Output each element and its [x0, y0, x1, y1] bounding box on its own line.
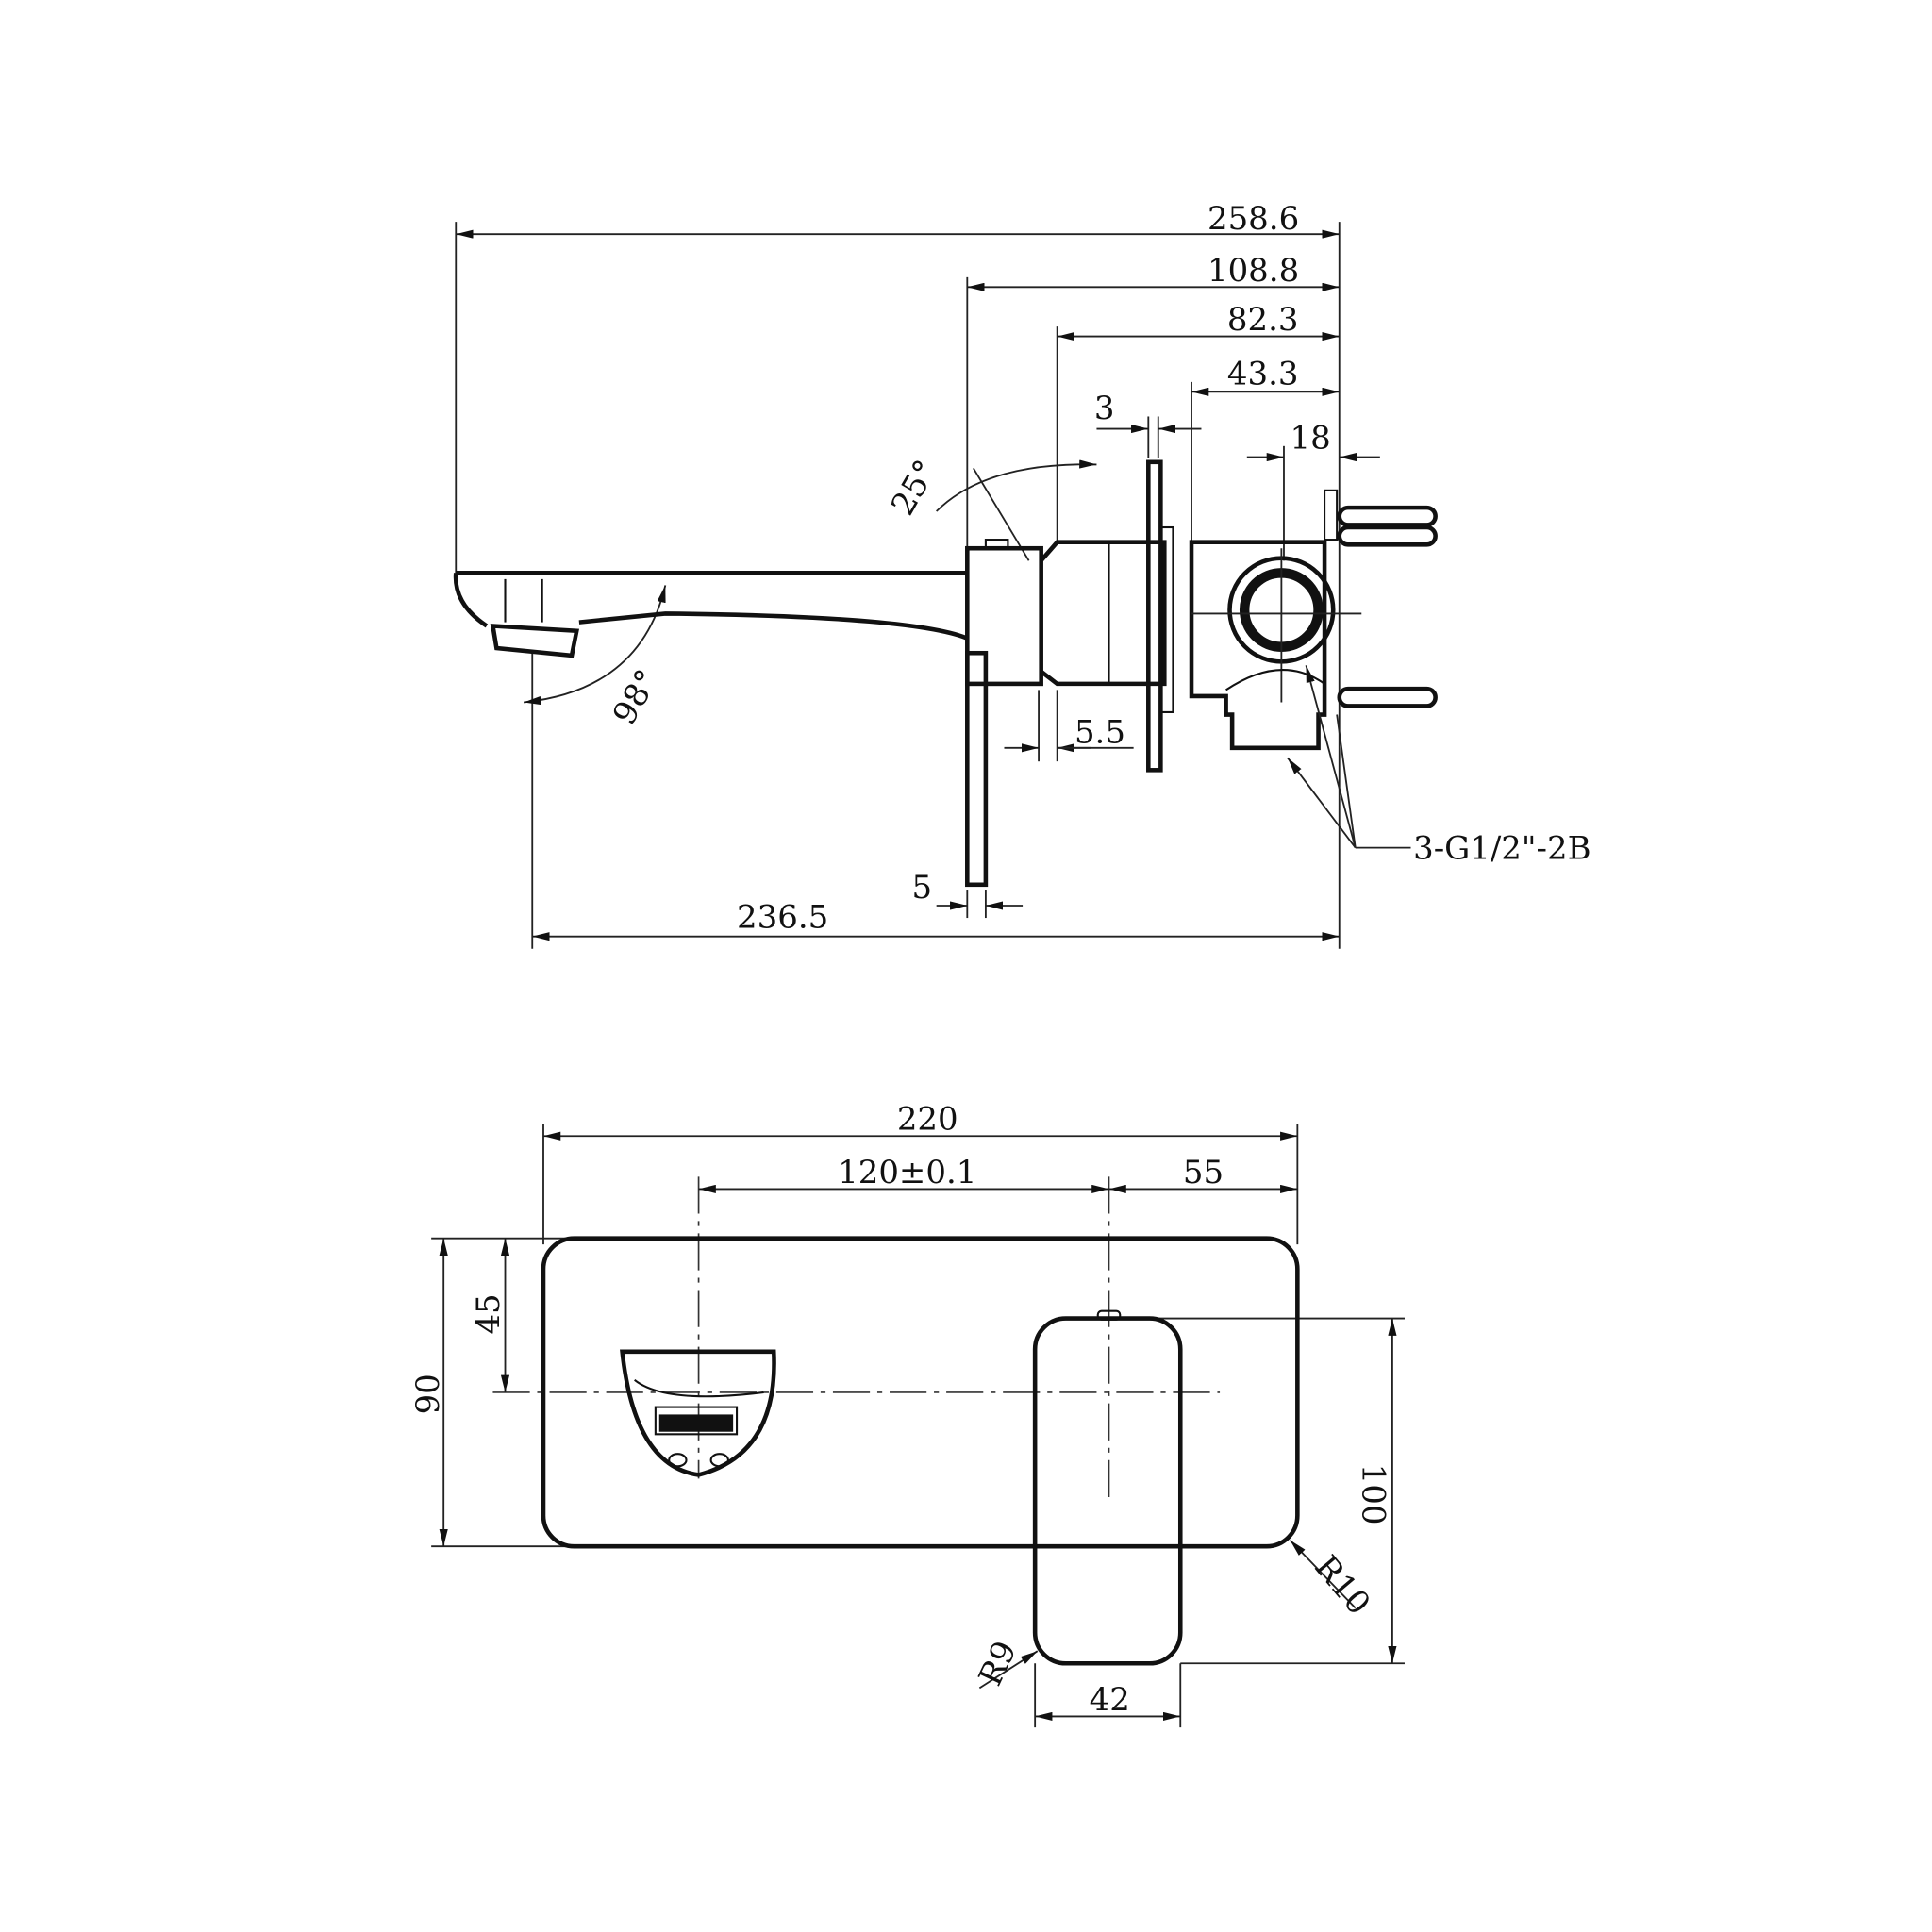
- thread-note: 3-G1/2"-2B: [1413, 829, 1591, 867]
- spout-outlet: [620, 1349, 776, 1477]
- front-view: 220 120±0.1 55 90 45 100 42 R10 R9: [409, 1101, 1405, 1728]
- dim-spout-reach: 236.5: [737, 899, 828, 937]
- valve-body: [1189, 489, 1362, 751]
- dim-valve-depth: 43.3: [1227, 356, 1299, 393]
- dim-lever-width: 42: [1090, 1681, 1130, 1719]
- dim-center-distance: 120±0.1: [838, 1154, 976, 1191]
- dim-overall-length: 258.6: [1208, 200, 1299, 238]
- extension-lines: [455, 222, 1341, 949]
- mounting-pins: [1337, 505, 1438, 708]
- thread-callout: 3-G1/2"-2B: [1287, 665, 1591, 867]
- dim-spout-angle: 98°: [606, 663, 667, 731]
- side-view: 258.6 108.8 82.3 43.3 3 18 25° 98° 5.5 5…: [453, 200, 1591, 949]
- dim-plate-height: 90: [409, 1374, 447, 1414]
- extension-lines: [431, 1124, 1405, 1728]
- dim-body-depth: 108.8: [1208, 252, 1299, 290]
- cylinder: [1039, 540, 1167, 687]
- dim-plate-radius: R10: [1307, 1548, 1377, 1622]
- wall-flange: [1146, 459, 1163, 773]
- dim-lever-height: 100: [1355, 1464, 1392, 1525]
- lever-handle: [1032, 1316, 1183, 1666]
- dim-step: 5.5: [1074, 714, 1125, 752]
- dim-half-height: 45: [470, 1293, 508, 1334]
- dim-plate-width: 220: [897, 1101, 958, 1139]
- cover-plate: [541, 1236, 1300, 1549]
- spout: [453, 571, 969, 658]
- dim-pipe-offset: 18: [1291, 419, 1331, 457]
- dim-lever-thickness: 5: [912, 869, 933, 907]
- dim-lever-angle: 25°: [884, 454, 945, 522]
- dim-flange-thickness: 3: [1094, 390, 1115, 427]
- dim-cylinder-depth: 82.3: [1227, 301, 1299, 339]
- dim-lever-radius: R9: [972, 1636, 1024, 1692]
- lever-body: [965, 539, 1043, 888]
- dim-edge-to-center: 55: [1183, 1154, 1224, 1191]
